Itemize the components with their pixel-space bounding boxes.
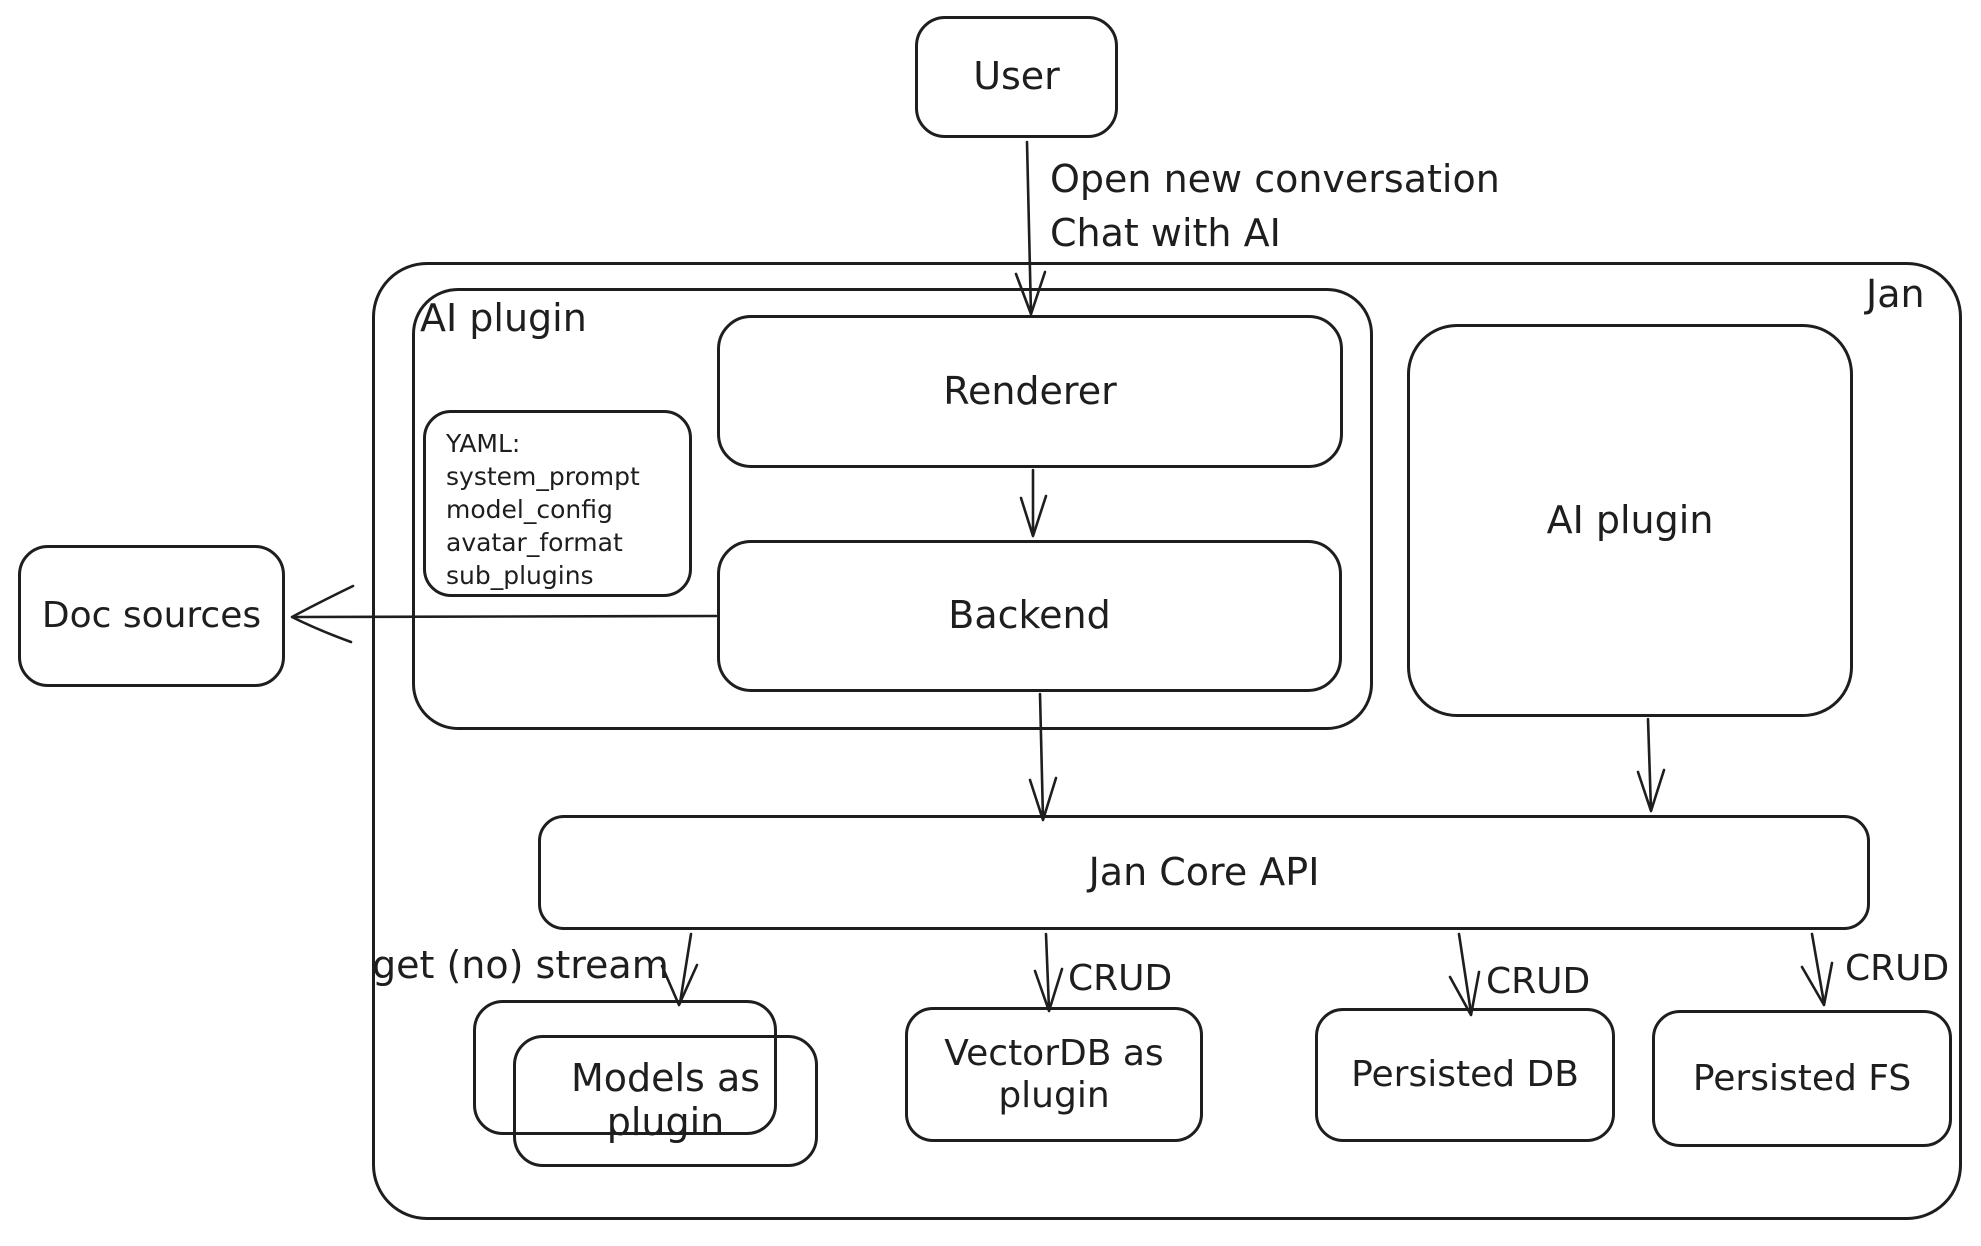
renderer-node-label: Renderer <box>943 368 1117 413</box>
vectordb-plugin-node-label: VectorDB as plugin <box>944 1033 1164 1116</box>
jan-core-api-node-label: Jan Core API <box>1088 849 1320 894</box>
persisted-fs-node-label: Persisted FS <box>1692 1057 1912 1099</box>
yaml-note-line: avatar_format <box>446 528 623 557</box>
ai-plugin-container <box>412 288 1373 730</box>
edge-label-crud-vectordb: CRUD <box>1068 958 1173 999</box>
edge-label-user-action-line2: Chat with AI <box>1050 211 1281 255</box>
edge-label-crud-persisted-db: CRUD <box>1486 961 1591 1002</box>
ai-plugin-node: AI plugin <box>1407 324 1853 717</box>
models-plugin-node-label: Models as plugin <box>570 1056 761 1144</box>
yaml-note-line: sub_plugins <box>446 561 594 590</box>
backend-node-label: Backend <box>948 593 1111 638</box>
edge-label-get-no-stream: get (no) stream <box>372 943 669 987</box>
yaml-note: YAML: system_prompt model_config avatar_… <box>423 410 692 597</box>
persisted-db-node: Persisted DB <box>1315 1008 1615 1142</box>
jan-container <box>372 262 1962 1220</box>
yaml-note-line: model_config <box>446 495 613 524</box>
backend-node: Backend <box>717 540 1342 692</box>
edge-label-user-action: Open new conversation Chat with AI <box>1050 152 1500 260</box>
jan-core-api-node: Jan Core API <box>538 815 1870 930</box>
ai-plugin-container-label: AI plugin <box>420 296 587 340</box>
yaml-note-title: YAML: <box>446 429 521 458</box>
user-node-label: User <box>973 54 1060 99</box>
models-plugin-shadow <box>473 1000 777 1135</box>
persisted-fs-node: Persisted FS <box>1652 1010 1952 1147</box>
doc-sources-node-label: Doc sources <box>41 595 262 637</box>
doc-sources-node: Doc sources <box>18 545 285 687</box>
models-plugin-node: Models as plugin <box>513 1035 818 1167</box>
jan-label: Jan <box>1866 272 1925 316</box>
renderer-node: Renderer <box>717 315 1343 468</box>
edge-label-user-action-line1: Open new conversation <box>1050 157 1500 201</box>
persisted-db-node-label: Persisted DB <box>1351 1054 1579 1096</box>
edge-label-crud-persisted-fs: CRUD <box>1845 948 1950 989</box>
yaml-note-line: system_prompt <box>446 462 640 491</box>
ai-plugin-node-label: AI plugin <box>1546 497 1714 542</box>
user-node: User <box>915 16 1118 138</box>
vectordb-plugin-node: VectorDB as plugin <box>905 1007 1203 1142</box>
